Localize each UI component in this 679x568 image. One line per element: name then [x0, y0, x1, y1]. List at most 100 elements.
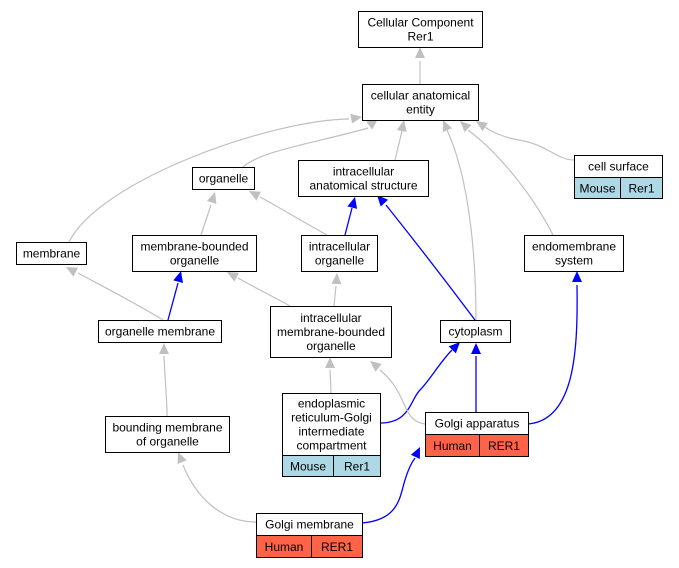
edge-line: [467, 129, 554, 236]
node-label-line: organelle: [170, 254, 220, 268]
node-label-line: anatomical structure: [309, 179, 417, 193]
edge-line: [259, 196, 328, 236]
node-label-line: membrane-bounded: [140, 240, 248, 254]
arrowhead: [177, 452, 187, 465]
edge-line: [68, 118, 350, 243]
node-label-line: Cellular Component: [367, 16, 474, 30]
arrowhead: [366, 119, 378, 130]
arrowhead: [325, 357, 335, 368]
edge-line: [77, 272, 164, 321]
node-label-line: entity: [406, 103, 435, 117]
gene-cell: [333, 455, 381, 477]
arrowhead: [572, 271, 582, 282]
edge-line: [379, 349, 453, 424]
species-label: Mouse: [290, 460, 326, 474]
edge-intracellular_organelle-to-intracellular_anatomical_structure: [344, 197, 358, 236]
arrowhead: [415, 47, 425, 58]
edge-line: [242, 127, 369, 168]
edge-endomembrane_system-to-cellular_anatomical_entity: [460, 121, 554, 236]
edge-intracellular_membrane_bounded_organelle-to-intracellular_organelle: [331, 273, 342, 307]
edge-line: [200, 204, 212, 236]
node-label-line: reticulum-Golgi: [291, 411, 372, 425]
arrowhead: [370, 361, 382, 372]
edge-line: [167, 282, 179, 321]
edge-bounding_membrane_of_organelle-to-organelle_membrane: [159, 343, 169, 417]
edge-golgi_apparatus-to-endomembrane_system: [527, 271, 582, 425]
arrowhead: [227, 272, 240, 282]
node-box: [362, 84, 479, 121]
edge-organelle_membrane-to-membrane: [66, 267, 164, 321]
node-label-line: membrane-bounded: [277, 325, 385, 339]
node-box: [301, 235, 378, 272]
node-label-line: organelle membrane: [105, 325, 215, 339]
arrowhead: [442, 120, 452, 133]
node-label-line: endomembrane: [532, 240, 616, 254]
edge-membrane_bounded_organelle-to-organelle: [200, 192, 217, 236]
arrowhead: [448, 342, 460, 354]
gene-label: RER1: [488, 439, 520, 453]
node-organelle-membrane[interactable]: organelle membrane: [98, 320, 222, 343]
arrowhead: [377, 195, 389, 207]
edge-line: [333, 285, 337, 307]
node-label-line: of organelle: [136, 435, 199, 449]
node-box: [270, 306, 392, 358]
species-label: Human: [265, 540, 304, 554]
node-er-golgi-intermediate-compartment[interactable]: endoplasmicreticulum-Golgiintermediateco…: [282, 393, 381, 477]
node-label-line: intracellular: [300, 311, 361, 325]
arrowhead: [331, 273, 342, 285]
gene-cell: [311, 535, 363, 558]
node-membrane[interactable]: membrane: [16, 242, 87, 265]
node-label-line: intermediate: [298, 425, 364, 439]
node-box: [298, 160, 429, 197]
node-box: [98, 320, 222, 343]
arrowhead: [350, 113, 362, 124]
node-organelle[interactable]: organelle: [192, 167, 255, 190]
edge-er_golgi_intermediate_compartment-to-intracellular_membrane_bounded_organelle: [325, 357, 335, 394]
arrowhead: [159, 343, 169, 354]
node-label-line: membrane: [23, 247, 81, 261]
node-box: [105, 416, 230, 453]
edge-line: [385, 204, 476, 321]
node-box: [192, 167, 255, 190]
edge-line: [394, 130, 403, 161]
species-label: Mouse: [579, 182, 615, 196]
node-label-line: cytoplasm: [448, 325, 502, 339]
gene-label: RER1: [321, 540, 353, 554]
gene-cell: [620, 177, 663, 199]
arrowhead: [396, 120, 407, 132]
node-label-line: organelle: [306, 339, 356, 353]
node-label-line: Rer1: [407, 30, 433, 44]
node-label-line: intracellular: [309, 240, 370, 254]
edge-cell_surface-to-cellular_anatomical_entity: [476, 121, 575, 161]
arrowhead: [66, 267, 79, 277]
node-box: [16, 242, 87, 265]
edge-golgi_apparatus-to-intracellular_membrane_bounded_organelle: [370, 361, 426, 425]
edge-line: [182, 464, 257, 523]
node-cytoplasm[interactable]: cytoplasm: [440, 320, 511, 343]
arrowhead: [410, 447, 420, 459]
node-label-line: cellular anatomical: [371, 89, 470, 103]
node-label-line: intracellular: [333, 165, 394, 179]
edge-golgi_apparatus-to-cytoplasm: [471, 343, 481, 412]
edge-line: [163, 355, 168, 417]
edge-golgi_membrane-to-bounding_membrane_of_organelle: [177, 452, 257, 523]
arrowhead: [460, 121, 472, 133]
arrowhead: [347, 197, 358, 209]
edge-cytoplasm-to-cellular_anatomical_entity: [442, 120, 477, 321]
edge-membrane-to-cellular_anatomical_entity: [68, 113, 362, 243]
edge-layer: [66, 47, 582, 524]
edge-line: [237, 277, 291, 307]
